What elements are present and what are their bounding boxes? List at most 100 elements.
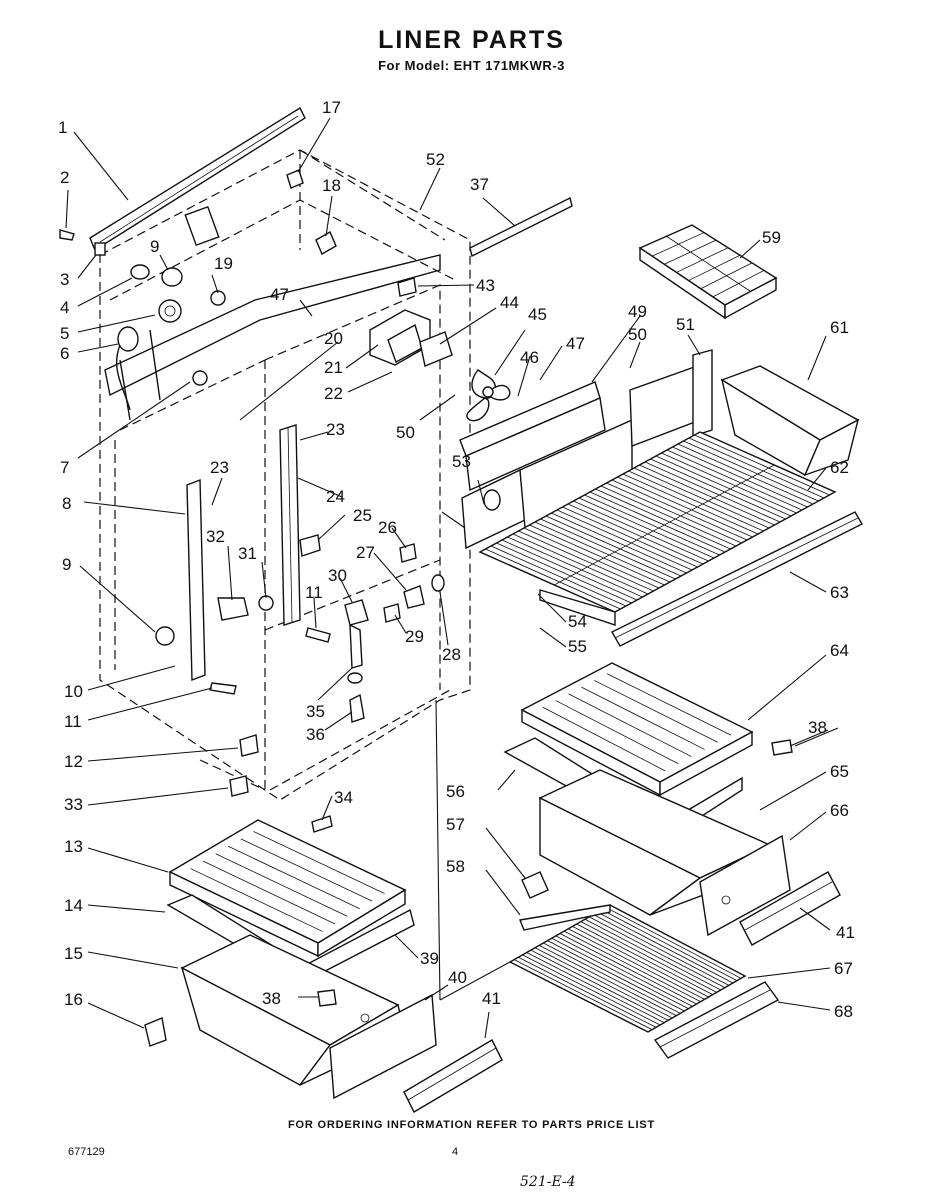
crisper-front-left (329, 993, 437, 1100)
callout-9-top: 9 (150, 237, 159, 256)
page-title: LINER PARTS (378, 26, 565, 54)
callout-labels: 1 2 3 4 5 6 7 8 9 9 10 11 11 12 13 14 15… (58, 98, 855, 1021)
callout-4: 4 (60, 298, 69, 317)
callout-54: 54 (568, 612, 587, 631)
center-shelf-rail (279, 424, 331, 643)
callout-68: 68 (834, 1002, 853, 1021)
shelf-bracket (521, 871, 549, 899)
top-trim-strip (89, 107, 306, 252)
callout-2: 2 (60, 168, 69, 187)
evaporator-fan (466, 369, 511, 422)
callout-47-right: 47 (566, 334, 585, 353)
shelf-front-trim (611, 511, 863, 647)
callout-38-right: 38 (808, 718, 827, 737)
callout-26: 26 (378, 518, 397, 537)
callout-46: 46 (520, 348, 539, 367)
callout-41-left: 41 (482, 989, 501, 1008)
callout-63: 63 (830, 583, 849, 602)
callout-25: 25 (353, 506, 372, 525)
callout-59: 59 (762, 228, 781, 247)
callout-5: 5 (60, 324, 69, 343)
callout-51: 51 (676, 315, 695, 334)
callout-64: 64 (830, 641, 849, 660)
model-subtitle: For Model: EHT 171MKWR-3 (378, 58, 565, 73)
crisper-front-upper (699, 834, 791, 937)
callout-21: 21 (324, 358, 343, 377)
callout-53: 53 (452, 452, 471, 471)
ice-cube-tray (638, 224, 778, 320)
callout-61: 61 (830, 318, 849, 337)
callout-35: 35 (306, 702, 325, 721)
shelf-front-trim-lower (653, 981, 780, 1059)
callout-11-center: 11 (305, 583, 323, 602)
document-number: 677129 (68, 1146, 105, 1158)
callout-40: 40 (448, 968, 467, 987)
callout-47-left: 47 (270, 285, 289, 304)
crisper-trim-right (739, 871, 841, 946)
callout-43: 43 (476, 276, 495, 295)
top-fasteners (286, 169, 337, 255)
callout-39: 39 (420, 949, 439, 968)
callout-58: 58 (446, 857, 465, 876)
light-assembly (344, 599, 369, 723)
handwritten-note: 521-E-4 (520, 1174, 576, 1190)
control-housing (104, 205, 441, 421)
control-knobs (59, 229, 226, 411)
callout-34: 34 (334, 788, 353, 807)
callout-29: 29 (405, 627, 424, 646)
air-duct-assembly (369, 277, 453, 367)
callout-52: 52 (426, 150, 445, 169)
callout-12: 12 (64, 752, 83, 771)
callout-50-left: 50 (396, 423, 415, 442)
callout-11-left: 11 (64, 712, 82, 731)
callout-44: 44 (500, 293, 519, 312)
callout-10: 10 (64, 682, 83, 701)
callout-56: 56 (446, 782, 465, 801)
crisper-cover-left (168, 819, 407, 958)
callout-36: 36 (306, 725, 325, 744)
ordering-note: FOR ORDERING INFORMATION REFER TO PARTS … (288, 1119, 655, 1131)
callout-13: 13 (64, 837, 83, 856)
callout-22: 22 (324, 384, 343, 403)
lower-hardware (144, 739, 793, 1047)
callout-23-right: 23 (326, 420, 345, 439)
crisper-trim-left (403, 1039, 503, 1113)
callout-41-right: 41 (836, 923, 855, 942)
callout-8: 8 (62, 494, 71, 513)
liner-cabinet-outline (99, 149, 471, 801)
callout-55: 55 (568, 637, 587, 656)
callout-14: 14 (64, 896, 83, 915)
callout-28: 28 (442, 645, 461, 664)
callout-15: 15 (64, 944, 83, 963)
callout-19: 19 (214, 254, 233, 273)
callout-32: 32 (206, 527, 225, 546)
callout-57: 57 (446, 815, 465, 834)
callout-62: 62 (830, 458, 849, 477)
lower-brackets (229, 734, 333, 833)
freezer-divider-panel (299, 149, 573, 258)
freezer-wire-shelf (478, 431, 837, 626)
callout-18: 18 (322, 176, 341, 195)
side-trim-panel (692, 349, 713, 437)
callout-66: 66 (830, 801, 849, 820)
page-number: 4 (452, 1146, 459, 1158)
callout-17: 17 (322, 98, 341, 117)
callout-23-left: 23 (210, 458, 229, 477)
air-grille (459, 364, 701, 550)
callout-45: 45 (528, 305, 547, 324)
callout-7: 7 (60, 458, 69, 477)
callout-33: 33 (64, 795, 83, 814)
callout-1: 1 (58, 118, 67, 137)
refrigerator-wire-shelf (508, 904, 747, 1033)
callout-31: 31 (238, 544, 257, 563)
crisper-cover-upper (520, 662, 754, 797)
callout-50-right: 50 (628, 325, 647, 344)
callout-20: 20 (324, 329, 343, 348)
callout-67: 67 (834, 959, 853, 978)
callout-16: 16 (64, 990, 83, 1009)
callout-6: 6 (60, 344, 69, 363)
callout-leader-lines (65, 117, 839, 1039)
callout-27: 27 (356, 543, 375, 562)
left-shelf-rail (155, 478, 274, 695)
